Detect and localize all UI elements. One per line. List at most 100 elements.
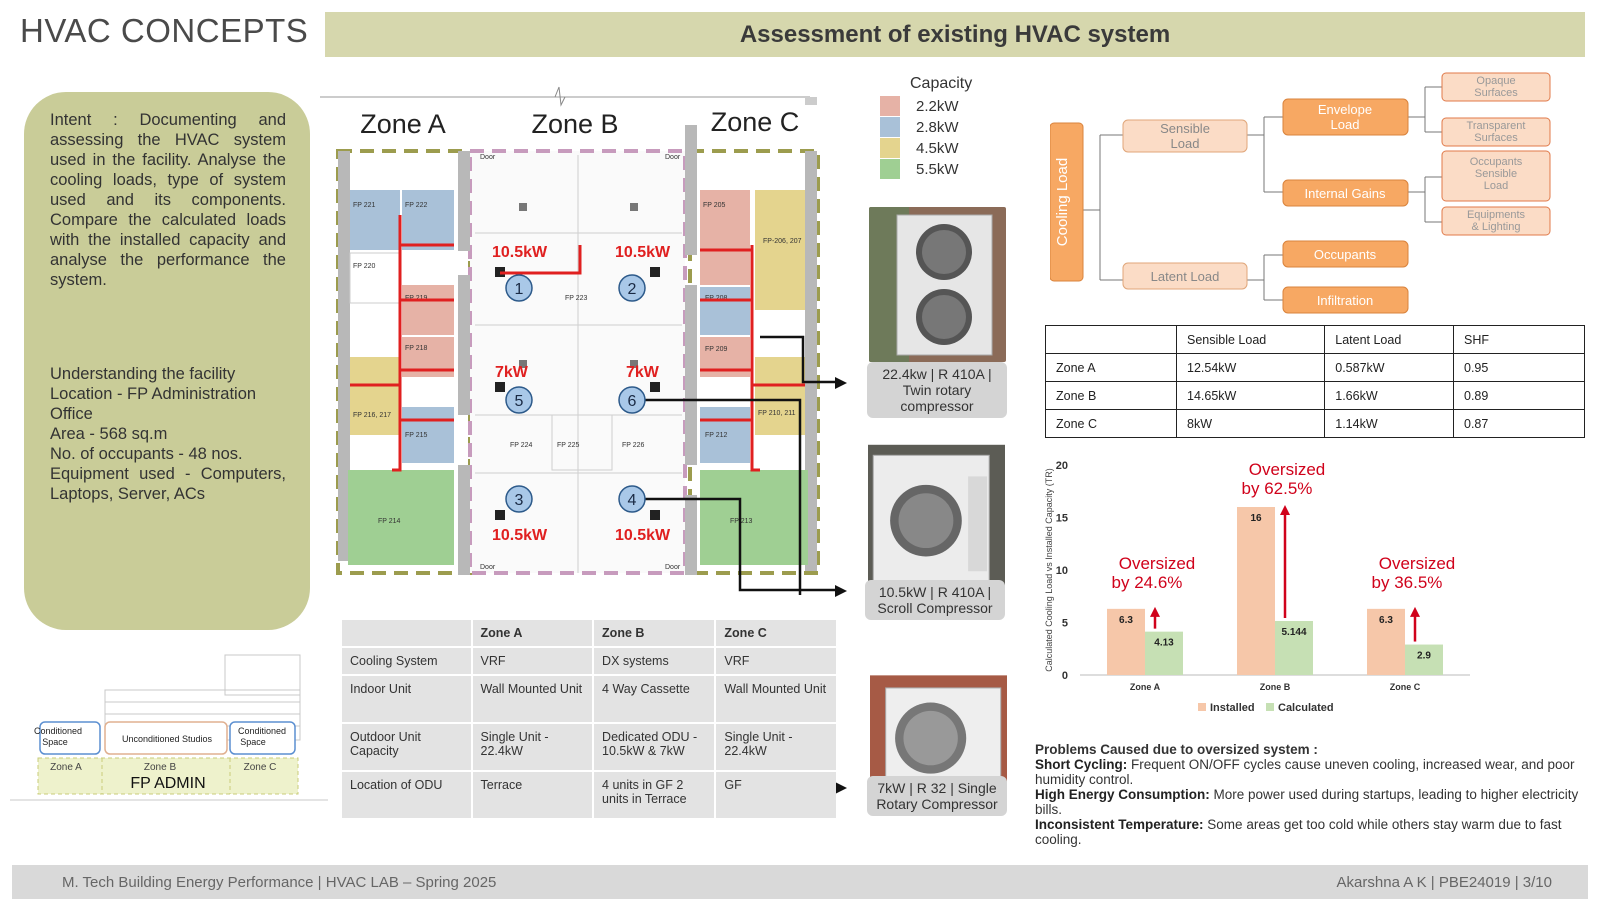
bar-value-label: 6.3 <box>1119 615 1133 626</box>
table-header <box>342 620 471 646</box>
door-label: Door <box>480 154 496 161</box>
room-label: FP 214 <box>378 518 401 525</box>
table-header: Zone C <box>716 620 836 646</box>
tree-node: Latent Load <box>1151 269 1220 284</box>
footer-author: Akarshna A K | PBE24019 | 3/10 <box>1336 874 1552 891</box>
table-row: Zone C 8kW 1.14kW 0.87 <box>1045 409 1585 438</box>
x-tick-label: Zone B <box>1260 682 1291 692</box>
table-header: Zone B <box>594 620 715 646</box>
sketch-name: FP ADMIN <box>130 775 205 792</box>
odu-caption: 10.5kW | R 410A | Scroll Compressor <box>865 580 1005 620</box>
annotation-label: Oversized <box>1379 554 1456 573</box>
sketch-zone: Zone C <box>244 762 277 773</box>
table-header <box>1045 325 1177 354</box>
annotation-label: by 62.5% <box>1242 479 1313 498</box>
odu-photo-twin <box>869 207 1006 362</box>
facility-line: Equipment used - Computers, Laptops, Ser… <box>50 465 286 503</box>
legend-item: 2.8kW <box>880 117 959 137</box>
tree-leaf: Equipments& Lighting <box>1467 209 1526 233</box>
oversize-arrowhead <box>1150 606 1160 617</box>
bar-value-label: 6.3 <box>1379 615 1393 626</box>
y-axis-label: Calculated Cooling Load vs Installed Cap… <box>1044 468 1054 672</box>
room-label: FP 226 <box>622 442 645 449</box>
banner: Assessment of existing HVAC system <box>325 12 1585 57</box>
problems-section: Problems Caused due to oversized system … <box>1035 742 1585 847</box>
problem-item: Inconsistent Temperature: Some areas get… <box>1035 817 1562 847</box>
footer-bar <box>12 865 1588 899</box>
bar-calculated <box>1275 620 1313 675</box>
load-table: Sensible Load Latent Load SHF Zone A 12.… <box>1045 325 1585 438</box>
tree-node: Internal Gains <box>1305 186 1386 201</box>
room-label: FP 221 <box>353 202 376 209</box>
room-label: FP 216, 217 <box>353 412 391 419</box>
door-label: Door <box>665 564 681 571</box>
table-row: Zone A 12.54kW 0.587kW 0.95 <box>1045 353 1585 382</box>
unit-number: 2 <box>628 281 637 298</box>
tree-root: Cooling Load <box>1054 158 1071 246</box>
sketch-zone: Zone B <box>144 762 177 773</box>
legend-item: 2.2kW <box>880 96 959 116</box>
annotation-label: by 36.5% <box>1372 573 1443 592</box>
banner-title: Assessment of existing HVAC system <box>739 21 1171 48</box>
unit-number: 3 <box>515 492 524 509</box>
odu-caption: 7kW | R 32 | Single Rotary Compressor <box>867 776 1007 816</box>
table-header: Latent Load <box>1324 325 1454 354</box>
legend-item: 4.5kW <box>880 138 959 158</box>
y-tick-label: 20 <box>1056 460 1068 472</box>
tree-node: Occupants <box>1314 247 1377 262</box>
problems-title: Problems Caused due to oversized system … <box>1035 742 1318 757</box>
intent-panel: Intent : Documenting and assessing the H… <box>24 92 310 630</box>
table-row: Indoor Unit Wall Mounted Unit 4 Way Cass… <box>342 676 836 722</box>
odu-caption: 22.4kw | R 410A | Twin rotary compressor <box>867 362 1007 418</box>
y-tick-label: 10 <box>1056 565 1068 577</box>
room-label: FP 209 <box>705 346 728 353</box>
room-label: FP-206, 207 <box>763 238 802 245</box>
legend-swatch <box>880 159 900 179</box>
odu-photo-scroll <box>868 444 1005 591</box>
zone-title: Zone A <box>360 109 446 139</box>
legend-swatch <box>1266 703 1274 711</box>
y-tick-label: 15 <box>1056 513 1068 525</box>
legend-title: Capacity <box>910 75 973 92</box>
room-label: FP 224 <box>510 442 533 449</box>
room-label: FP 212 <box>705 432 728 439</box>
table-row: Location of ODU Terrace 4 units in GF 2 … <box>342 772 836 818</box>
room-label: FP 213 <box>730 518 753 525</box>
bar-value-label: 16 <box>1250 513 1262 524</box>
bar-installed <box>1367 608 1405 675</box>
oversize-arrowhead <box>1280 505 1290 515</box>
annotation-label: Oversized <box>1249 460 1326 479</box>
table-header: Sensible Load <box>1175 325 1326 354</box>
table-row: Cooling System VRF DX systems VRF <box>342 648 836 674</box>
y-tick-label: 0 <box>1062 670 1068 682</box>
oversize-arrowhead <box>1410 606 1420 617</box>
section-title: HVAC CONCEPTS <box>20 12 309 49</box>
system-table: Zone A Zone B Zone C Cooling System VRF … <box>340 618 838 820</box>
bar-calculated <box>1145 631 1183 675</box>
door-label: Door <box>665 154 681 161</box>
table-header: SHF <box>1453 325 1585 354</box>
x-tick-label: Zone A <box>1130 682 1161 692</box>
facility-line: No. of occupants - 48 nos. <box>50 445 243 463</box>
sketch-label: Unconditioned Studios <box>122 734 213 744</box>
unit-number: 6 <box>628 393 637 410</box>
bar-installed <box>1237 507 1275 675</box>
facility-line: Area - 568 sq.m <box>50 425 168 443</box>
zone-title: Zone C <box>711 107 800 137</box>
table-header: Zone A <box>472 620 593 646</box>
unit-number: 5 <box>515 393 524 410</box>
room-label: FP 218 <box>405 345 428 352</box>
tree-node: Infiltration <box>1317 293 1373 308</box>
unit-capacity: 7kW <box>626 364 660 381</box>
bar-calculated <box>1405 644 1443 675</box>
annotation-label: Oversized <box>1119 554 1196 573</box>
room-label: FP 205 <box>703 202 726 209</box>
bar-value-label: 2.9 <box>1417 651 1431 662</box>
legend-swatch <box>880 117 900 137</box>
